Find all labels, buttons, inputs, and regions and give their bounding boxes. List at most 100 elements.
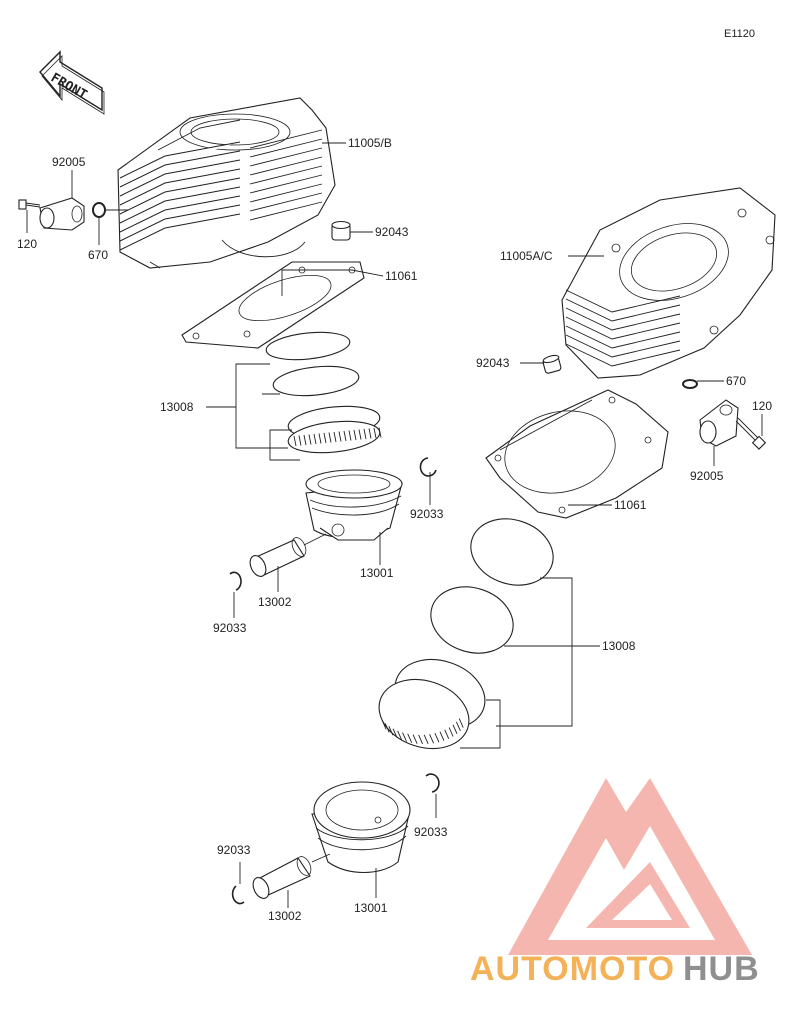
ring-tooth (353, 429, 357, 441)
ring-tooth (358, 429, 362, 440)
bolt-right (735, 417, 767, 450)
ring-tooth (388, 726, 394, 736)
oring-right (682, 379, 698, 389)
cooling-fin (119, 186, 241, 224)
label-pin-top: 13002 (258, 595, 292, 609)
label-clip-top-left: 92033 (213, 621, 247, 635)
watermark-text-hub: HUB (683, 950, 760, 988)
cooling-fin (565, 289, 681, 313)
ring-tooth (308, 434, 312, 445)
ring-tooth (429, 734, 435, 744)
label-bolt-right: 120 (752, 399, 772, 413)
ring-tooth (444, 729, 450, 739)
cooling-fin (249, 192, 323, 212)
cooling-fin (249, 147, 323, 167)
ring-tooth (452, 724, 458, 735)
piston-rings-bottom (378, 518, 554, 750)
cooling-fin (249, 129, 323, 149)
cooling-fin (119, 204, 241, 242)
cooling-fin (565, 298, 681, 322)
cooling-fin (249, 138, 323, 158)
cooling-fin (565, 334, 681, 358)
label-piston-top: 13001 (360, 566, 394, 580)
cooling-fin (249, 201, 323, 221)
cooling-fin (119, 213, 241, 251)
label-dowel-right: 92043 (476, 356, 510, 370)
ring-tooth (458, 718, 464, 728)
piston-top (305, 469, 403, 541)
label-clip-bottom-left: 92033 (217, 843, 251, 857)
ring-tooth (373, 427, 377, 439)
ring-tooth (348, 430, 352, 441)
diagram-code: E1120 (724, 28, 755, 40)
ring-tooth (423, 734, 429, 745)
cooling-fin (565, 316, 681, 340)
label-bolt-left: 120 (17, 237, 37, 251)
label-rings-top: 13008 (160, 400, 194, 414)
ring-tooth (448, 727, 454, 737)
clip-top-right (419, 457, 437, 477)
ring-tooth (397, 730, 403, 741)
ring-tooth (381, 720, 387, 730)
ring-tooth (298, 435, 302, 446)
piston-bottom (311, 781, 411, 873)
clip-top-left (229, 571, 242, 591)
cooling-fin (249, 156, 323, 176)
ring-tooth (392, 728, 398, 738)
cooling-fin (119, 159, 241, 197)
clip-bottom-right (425, 773, 440, 793)
label-pin-bottom: 13002 (268, 909, 302, 923)
fitting-right (699, 399, 739, 447)
pin-bottom (252, 856, 312, 899)
label-clip-bottom-right: 92033 (414, 825, 448, 839)
ring-tooth (338, 431, 342, 442)
ring-tooth (412, 734, 418, 744)
gasket-right (485, 389, 669, 519)
bolt-left (18, 199, 41, 210)
ring-tooth (455, 721, 461, 732)
ring-tooth (363, 428, 367, 440)
ring-tooth (318, 433, 322, 444)
ring-tooth (418, 734, 424, 745)
clip-bottom-left (231, 885, 245, 905)
ring-tooth (439, 731, 445, 741)
ring-tooth (434, 733, 440, 743)
label-dowel-top: 92043 (375, 225, 409, 239)
ring-tooth (303, 434, 307, 446)
fitting-left (39, 197, 85, 231)
watermark-text-auto-moto: AUTOMOTO (470, 950, 675, 988)
ring-tooth (407, 733, 413, 743)
front-arrow-icon (39, 50, 105, 115)
dowel-top (331, 220, 351, 241)
ring-tooth (323, 432, 327, 444)
label-cylinder-rear: 11005/B (348, 136, 392, 150)
ring-tooth (368, 428, 372, 439)
label-gasket-top: 11061 (385, 269, 418, 283)
label-oring-left: 670 (88, 248, 108, 262)
cooling-fin (119, 150, 241, 188)
cooling-fin (565, 343, 681, 367)
ring-tooth (328, 432, 332, 443)
cooling-fin (119, 168, 241, 206)
label-cylinder-front: 11005A/C (500, 249, 553, 263)
cooling-fin (565, 307, 681, 331)
label-gasket-right: 11061 (614, 498, 647, 512)
cylinder-front (561, 187, 776, 379)
watermark-logo (508, 778, 752, 955)
ring-tooth (378, 427, 382, 438)
label-fitting-left: 92005 (52, 155, 86, 169)
cooling-fin (565, 325, 681, 349)
dowel-right (542, 354, 562, 374)
label-rings-bottom: 13008 (602, 639, 636, 653)
cooling-fin (249, 183, 323, 203)
label-piston-bottom: 13001 (354, 901, 388, 915)
label-clip-top-right: 92033 (410, 507, 444, 521)
ring-tooth (333, 431, 337, 443)
cooling-fin (249, 165, 323, 185)
ring-tooth (343, 430, 347, 442)
label-oring-right: 670 (726, 374, 746, 388)
pin-top (249, 537, 307, 577)
cooling-fin (119, 195, 241, 233)
gasket-top (181, 261, 365, 349)
